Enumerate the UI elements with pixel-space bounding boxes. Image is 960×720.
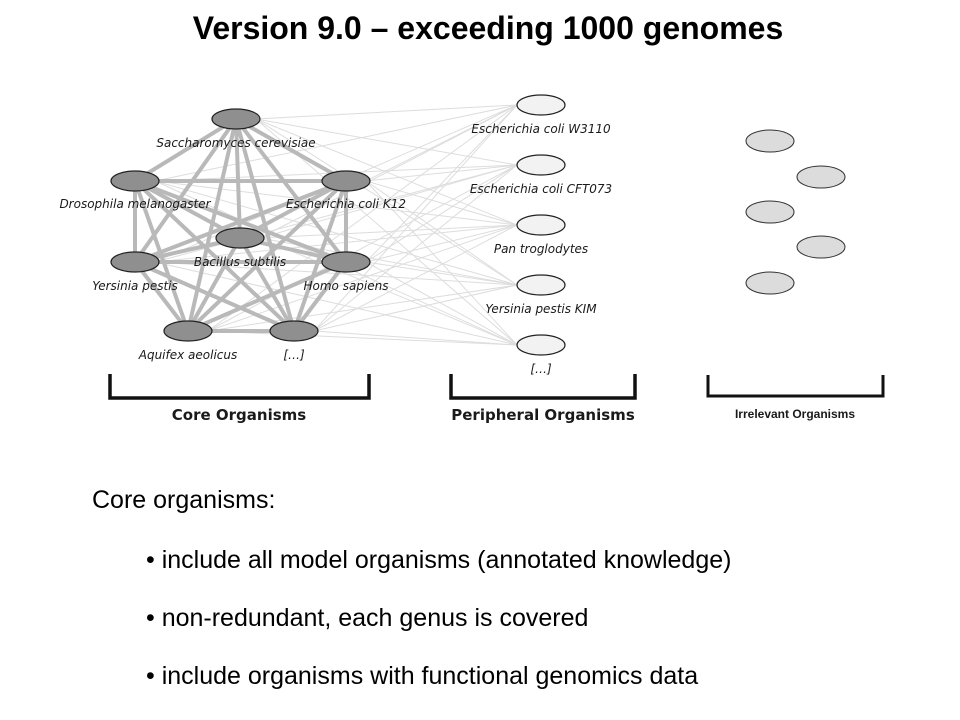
peripheral-edge [365, 180, 518, 346]
core-edge [292, 260, 348, 333]
core-edge [235, 117, 347, 183]
irrelevant-organisms-label: Irrelevant Organisms [735, 407, 855, 421]
core-edge [239, 179, 347, 240]
peripheral-organisms-bracket [449, 374, 637, 400]
peripheral-edge [365, 261, 518, 346]
group-brackets [108, 374, 885, 400]
slide-title: Version 9.0 – exceeding 1000 genomes [192, 10, 784, 46]
peripheral-organism-node [516, 154, 566, 176]
peripheral-edge [313, 104, 518, 332]
core-edge [134, 260, 295, 333]
core-organisms-label: Core Organisms [172, 406, 306, 424]
core-organism-label: Aquifex aeolicus [138, 348, 238, 362]
peripheral-edge [259, 164, 518, 239]
peripheral-edge [313, 284, 518, 332]
core-edge [133, 117, 238, 264]
core-organism-label: Homo sapiens [303, 279, 388, 293]
peripheral-edge [259, 237, 518, 346]
peripheral-edge [259, 224, 518, 239]
core-organism-label: Escherichia coli K12 [286, 197, 406, 211]
peripheral-organism-node [516, 274, 566, 296]
core-organism-label: Saccharomyces cerevisiae [156, 136, 315, 150]
peripheral-edge [207, 330, 518, 346]
core-edge [238, 236, 296, 333]
peripheral-edge [313, 164, 518, 332]
peripheral-edge [207, 284, 518, 332]
core-organism-node [110, 251, 160, 273]
core-organism-node [321, 251, 371, 273]
core-edge [133, 117, 238, 183]
peripheral-edge [313, 224, 518, 332]
bullet-item: • include all model organisms (annotated… [146, 546, 732, 574]
core-organism-node [211, 108, 261, 130]
peripheral-edge [207, 224, 518, 332]
peripheral-edge [365, 261, 518, 286]
peripheral-edge [365, 104, 518, 263]
peripheral-edge [207, 164, 518, 332]
peripheral-edge [207, 104, 518, 332]
peripheral-organism-node [516, 334, 566, 356]
peripheral-edge [154, 180, 518, 226]
bullet-item: • non-redundant, each genus is covered [146, 604, 589, 632]
core-organism-label: Yersinia pestis [92, 279, 178, 293]
core-organism-label: […] [283, 348, 305, 362]
core-organism-label: Bacillus subtilis [194, 255, 286, 269]
peripheral-edge [259, 104, 518, 239]
peripheral-organism-label: […] [530, 362, 552, 376]
peripheral-edge [154, 261, 518, 346]
core-organism-node [269, 320, 319, 342]
core-organism-node [321, 170, 371, 192]
core-organism-node [110, 170, 160, 192]
bullet-item: • include organisms with functional geno… [146, 662, 699, 690]
core-edge [186, 237, 242, 332]
peripheral-organism-label: Escherichia coli W3110 [471, 122, 611, 136]
peripheral-organism-label: Yersinia pestis KIM [485, 302, 597, 316]
irrelevant-organism-node [745, 200, 795, 224]
core-edge [133, 260, 190, 333]
peripheral-organism-node [516, 214, 566, 236]
irrelevant-organisms-bracket [706, 375, 885, 398]
peripheral-edge [365, 224, 518, 263]
peripheral-organism-label: Escherichia coli CFT073 [470, 182, 612, 196]
core-organism-node [215, 227, 265, 249]
network-nodes [110, 94, 846, 356]
core-organisms-bracket [108, 374, 371, 400]
core-organisms-heading: Core organisms: [92, 486, 276, 514]
core-organism-node [163, 320, 213, 342]
peripheral-edge [313, 330, 518, 346]
peripheral-edge [255, 104, 518, 120]
core-organism-label: Drosophila melanogaster [59, 197, 211, 211]
peripheral-edge [365, 164, 518, 182]
irrelevant-organism-node [745, 129, 795, 153]
peripheral-edge [154, 104, 518, 182]
irrelevant-organism-node [796, 165, 846, 189]
core-edge [186, 179, 348, 333]
peripheral-organism-node [516, 94, 566, 116]
irrelevant-organism-node [796, 235, 846, 259]
core-edge [234, 118, 242, 239]
peripheral-organisms-label: Peripheral Organisms [451, 406, 635, 424]
core-edge [133, 179, 296, 333]
irrelevant-organism-node [745, 271, 795, 295]
peripheral-edge [255, 118, 518, 166]
peripheral-organism-label: Pan troglodytes [494, 242, 588, 256]
core-edge [134, 179, 347, 264]
peripheral-edge [365, 180, 518, 226]
core-edge [187, 260, 347, 333]
peripheral-edge [154, 180, 518, 286]
